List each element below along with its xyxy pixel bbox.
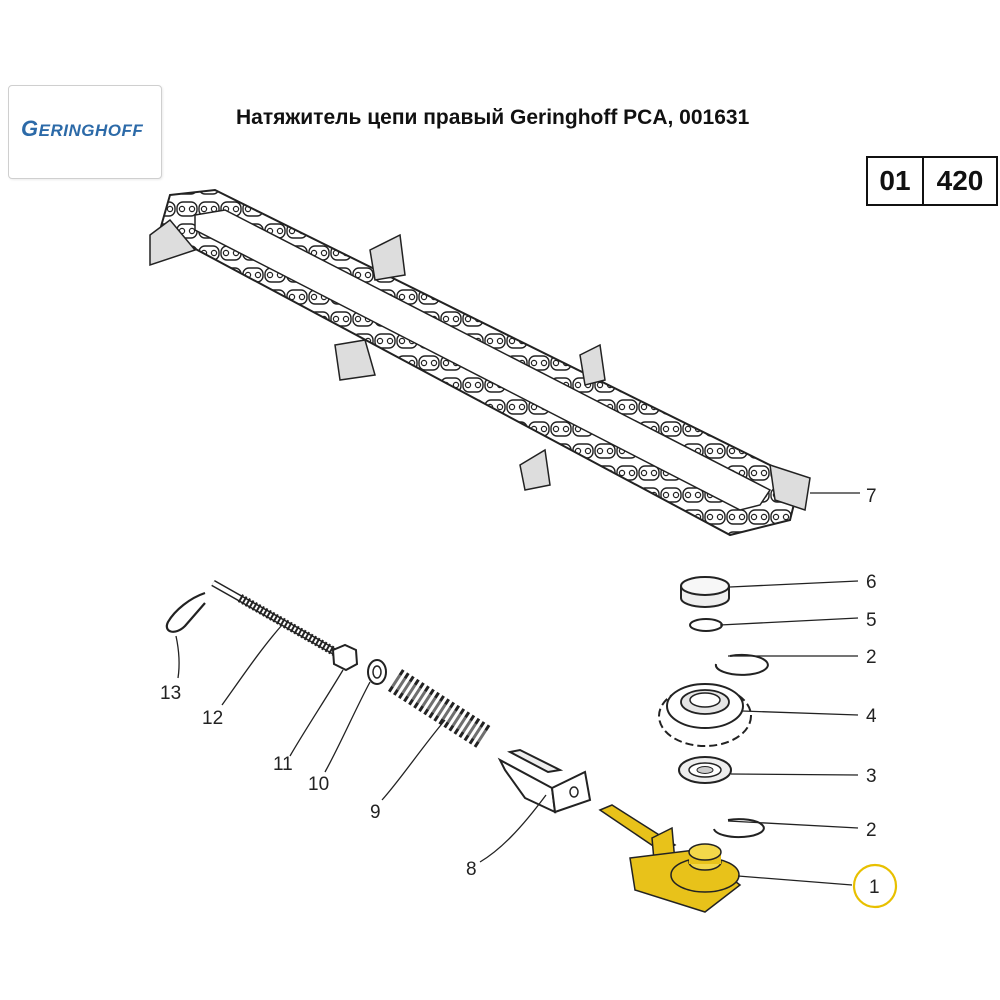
circlip-lower-drawing <box>713 818 765 839</box>
callout-9: 9 <box>370 802 381 823</box>
page-title: Натяжитель цепи правый Geringhoff PCA, 0… <box>236 106 750 129</box>
callout-5: 5 <box>866 610 877 631</box>
callout-10: 10 <box>308 774 329 795</box>
callout-1: 1 <box>869 877 880 898</box>
highlight-circle <box>852 863 898 909</box>
callout-12: 12 <box>202 708 223 729</box>
callout-2-lower: 2 <box>866 820 877 841</box>
chain-drawing <box>149 188 811 537</box>
callout-7: 7 <box>866 486 877 507</box>
brand-logo: GERINGHOFF <box>21 116 144 141</box>
leader-lines <box>175 492 860 886</box>
cap-drawing <box>680 576 730 608</box>
tensioner-arm-drawing <box>598 804 742 913</box>
callout-6: 6 <box>866 572 877 593</box>
callout-2-upper: 2 <box>866 647 877 668</box>
callout-13: 13 <box>160 683 181 704</box>
spring-drawing <box>387 669 493 749</box>
washer-drawing <box>367 659 387 685</box>
threaded-rod-drawing <box>211 579 338 656</box>
page-code-page: 420 <box>936 165 984 196</box>
sprocket-drawing <box>658 683 752 747</box>
circlip-upper-drawing <box>714 653 769 676</box>
bearing-drawing <box>678 756 732 784</box>
cotter-pin-drawing <box>165 591 206 633</box>
callout-11: 11 <box>273 754 293 775</box>
callout-8: 8 <box>466 859 477 880</box>
nut-drawing <box>331 643 359 672</box>
callout-4: 4 <box>866 706 877 727</box>
retaining-ring-drawing <box>689 618 723 632</box>
callout-3: 3 <box>866 766 877 787</box>
logo-box: GERINGHOFF <box>8 85 162 179</box>
page-code: 01 420 <box>866 156 998 206</box>
bracket-drawing <box>497 748 592 814</box>
page-code-group: 01 <box>868 158 924 204</box>
